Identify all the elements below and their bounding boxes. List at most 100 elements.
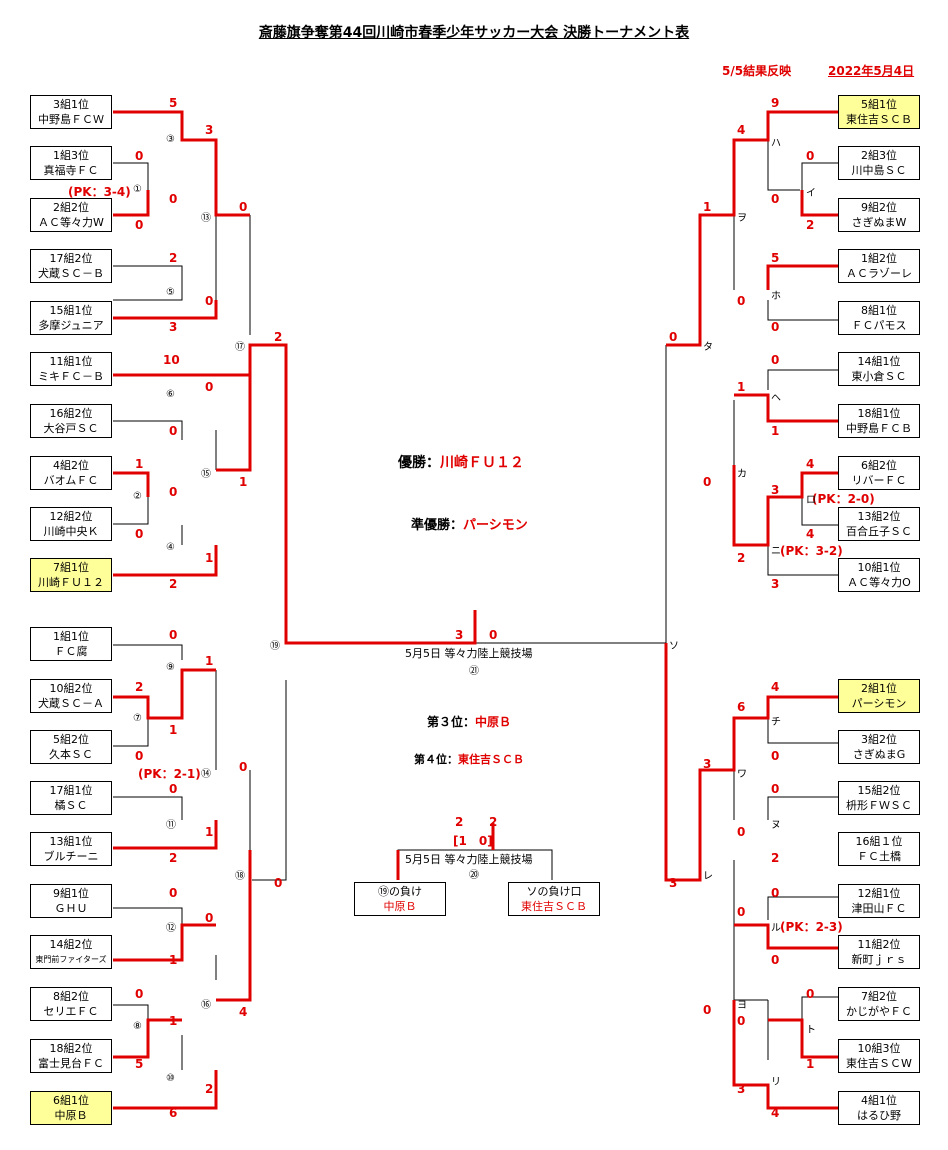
score: 0 [806,987,815,1001]
score: 0 [205,294,214,308]
score: 0 [703,475,712,489]
pk-score: (PK：3-4) [68,185,131,199]
match-label: ロ [806,495,816,506]
match-label: ⑯ [201,1000,211,1011]
team-right-18: 10組3位東住吉ＳＣW [838,1039,920,1073]
score: 1 [169,723,178,737]
match-label: リ [771,1077,781,1088]
pk-score: (PK：3-2) [780,544,843,558]
score: 3 [169,320,178,334]
page-title: 斎藤旗争奪第44回川崎市春季少年サッカー大会 決勝トーナメント表 [258,25,690,41]
team-left-20: 6組1位中原Ｂ [30,1091,112,1125]
match-label: ⑧ [133,1021,142,1032]
score: 1 [205,654,214,668]
team-left-2: 1組3位真福寺ＦＣ [30,146,112,180]
score: 3 [737,1082,746,1096]
score: 0 [135,218,144,232]
third-score-right: 2 [489,815,498,829]
team-left-9: 12組2位川崎中央Ｋ [30,507,112,541]
score: 0 [169,782,178,796]
score: 2 [771,851,780,865]
score: 2 [274,330,283,344]
team-right-8: 6組2位リバーＦＣ [838,456,920,490]
third-place-team-right: ソの負け口東住吉ＳＣＢ [508,882,600,916]
score: 0 [169,485,178,499]
team-right-17: 7組2位かじがやＦＣ [838,987,920,1021]
pk-score: (PK：2-3) [780,920,843,934]
match-label: ワ [737,769,747,780]
score: 10 [163,353,180,367]
team-right-3: 9組2位さぎぬまW [838,198,920,232]
match-label: ④ [166,542,175,553]
team-right-9: 13組2位百合丘子ＳＣ [838,507,920,541]
match-label: ヲ [737,213,747,224]
score: 0 [737,905,746,919]
score: 3 [771,483,780,497]
score: 1 [205,825,214,839]
match-label: ⑩ [166,1073,175,1084]
team-left-12: 10組2位犬蔵ＳＣ－Ａ [30,679,112,713]
match-label: ㉑ [469,666,479,677]
team-left-4: 17組2位犬蔵ＳＣ－Ｂ [30,249,112,283]
match-label: ⑤ [166,287,175,298]
pk-score: (PK：2-1) [138,767,201,781]
team-left-15: 13組1位ブルチーニ [30,832,112,866]
team-right-1: 5組1位東住吉ＳＣＢ [838,95,920,129]
score: 0 [737,294,746,308]
score: 3 [669,876,678,890]
final-venue: 5月5日 等々力陸上競技場 [405,647,533,660]
score: 0 [169,886,178,900]
match-label: ① [133,184,142,195]
score: 0 [135,749,144,763]
third-pk-score: [1 0] [453,834,493,848]
match-label: ⑪ [166,820,176,831]
score: 0 [806,149,815,163]
score: 0 [274,876,283,890]
match-label: ⑬ [201,213,211,224]
score: 1 [703,200,712,214]
score: 1 [169,953,178,967]
score: 0 [771,749,780,763]
match-label: ホ [771,291,781,302]
score: 1 [771,424,780,438]
match-label: ト [806,1025,816,1036]
score: 5 [135,1057,144,1071]
score: 5 [169,96,178,110]
third-place-team-left: ⑲の負け中原Ｂ [354,882,446,916]
score: 2 [169,851,178,865]
team-left-18: 8組2位セリエＦＣ [30,987,112,1021]
score: 0 [169,424,178,438]
match-label: ル [771,923,781,934]
match-label: ハ [771,138,781,149]
score: 9 [771,96,780,110]
team-left-7: 16組2位大谷戸ＳＣ [30,404,112,438]
team-right-11: 2組1位パーシモン [838,679,920,713]
result-note: 5/5結果反映 [722,64,792,78]
score: 3 [771,577,780,591]
score: 0 [771,353,780,367]
score: 1 [205,551,214,565]
match-label: イ [806,188,816,199]
match-label: レ [703,871,713,882]
score: 1 [239,475,248,489]
match-label: ⑨ [166,662,175,673]
score: 0 [239,200,248,214]
score: 2 [169,251,178,265]
match-label: ヨ [737,1000,747,1011]
match-label: チ [771,717,781,728]
score: 0 [239,760,248,774]
match-label: ⑰ [235,342,245,353]
score: 2 [135,680,144,694]
match-label: ⑦ [133,713,142,724]
score: 0 [771,886,780,900]
score: 4 [771,1106,780,1120]
team-right-15: 12組1位津田山ＦＣ [838,884,920,918]
score: 1 [806,1057,815,1071]
